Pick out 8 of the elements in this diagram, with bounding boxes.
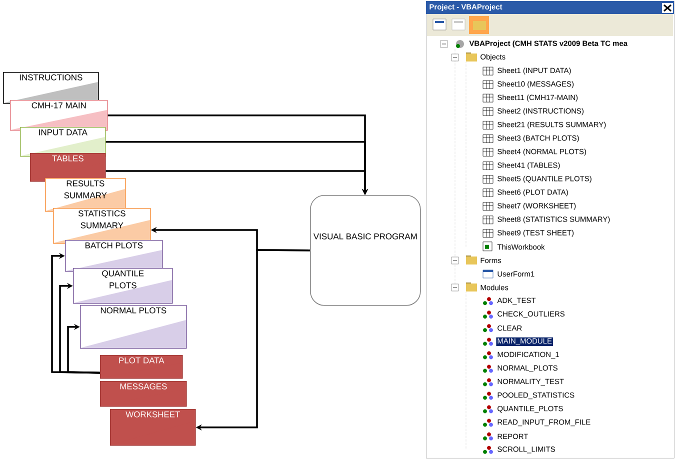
program-box: VISUAL BASIC PROGRAM (310, 194, 421, 306)
sheet-card: WORKSHEET (110, 409, 196, 446)
sheet-card: QUANTILE PLOTS (73, 268, 173, 304)
sheet-card: INPUT DATA (20, 127, 106, 157)
sheet-card: MESSAGES (100, 381, 187, 407)
arrow (67, 324, 100, 374)
sheet-card: PLOT DATA (100, 355, 183, 379)
sheet-card: NORMAL PLOTS (80, 305, 187, 349)
